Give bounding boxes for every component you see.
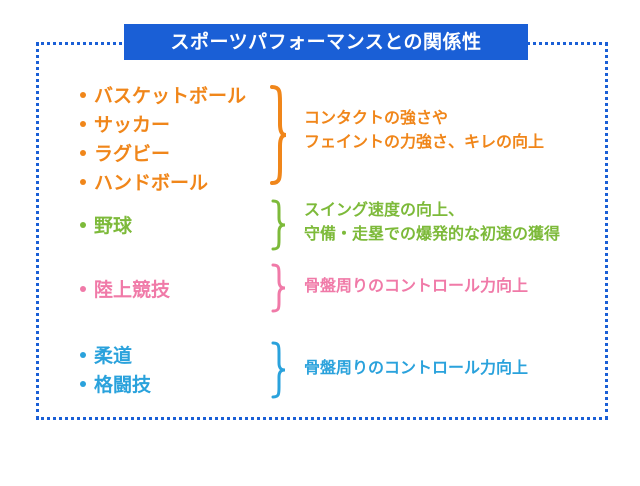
sport-list: 柔道 格闘技 — [80, 342, 151, 400]
bullet-dot — [80, 221, 86, 228]
sport-label: 陸上競技 — [94, 279, 171, 301]
bullet-dot — [80, 351, 86, 358]
sport-item: 野球 — [80, 212, 132, 241]
effect-line: コンタクトの強さや — [304, 108, 449, 127]
sport-item: サッカー — [80, 111, 246, 140]
sport-label: 野球 — [94, 215, 133, 237]
curly-brace-icon — [271, 199, 286, 251]
effect-text: コンタクトの強さや フェイントの力強さ、キレの向上 — [304, 106, 544, 154]
curly-brace-icon — [271, 341, 286, 399]
effect-text: 骨盤周りのコントロール力向上 — [304, 356, 528, 380]
bullet-dot — [80, 178, 86, 185]
sport-label: バスケットボール — [94, 85, 247, 107]
bullet-dot — [80, 91, 86, 98]
sport-label: 柔道 — [94, 345, 133, 367]
sport-item: ハンドボール — [80, 169, 246, 198]
sport-item: 陸上競技 — [80, 276, 170, 305]
sport-item: ラグビー — [80, 140, 246, 169]
effect-line: スイング速度の向上、 — [304, 200, 465, 219]
curly-brace-icon — [270, 85, 287, 185]
bullet-dot — [80, 120, 86, 127]
sport-list: バスケットボール サッカー ラグビー ハンドボール — [80, 82, 246, 198]
sport-label: ラグビー — [94, 143, 171, 165]
sport-item: 格闘技 — [80, 371, 151, 400]
effect-text: 骨盤周りのコントロール力向上 — [304, 274, 528, 298]
effect-text: スイング速度の向上、 守備・走塁での爆発的な初速の獲得 — [304, 198, 560, 246]
sport-label: 格闘技 — [94, 374, 152, 396]
effect-line: 骨盤周りのコントロール力向上 — [304, 276, 529, 295]
curly-brace-icon — [271, 263, 286, 313]
sport-label: ハンドボール — [94, 172, 209, 194]
sport-list: 野球 — [80, 212, 132, 241]
bullet-dot — [80, 380, 86, 387]
sport-list: 陸上競技 — [80, 276, 170, 305]
effect-line: 守備・走塁での爆発的な初速の獲得 — [304, 224, 561, 243]
effect-line: フェイントの力強さ、キレの向上 — [304, 132, 545, 151]
sport-item: 柔道 — [80, 342, 151, 371]
bullet-dot — [80, 285, 86, 292]
effect-line: 骨盤周りのコントロール力向上 — [304, 358, 529, 377]
diagram-title: スポーツパフォーマンスとの関係性 — [124, 24, 528, 60]
sport-item: バスケットボール — [80, 82, 246, 111]
sport-label: サッカー — [94, 114, 171, 136]
bullet-dot — [80, 149, 86, 156]
